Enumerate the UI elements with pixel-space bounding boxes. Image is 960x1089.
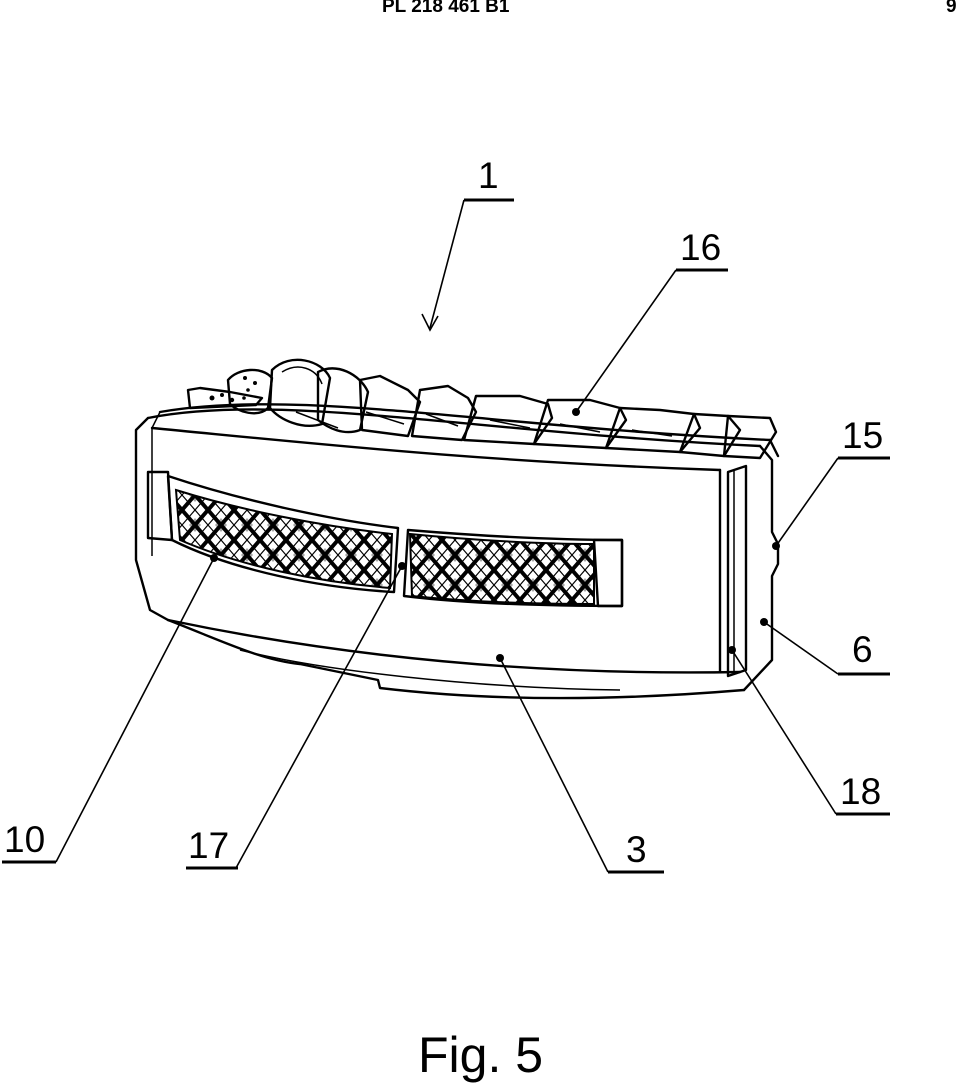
label-3: 3 [626,829,647,870]
label-10: 10 [4,819,45,860]
leader-lines [55,199,839,873]
label-1: 1 [478,155,499,196]
top-ribs [186,358,778,460]
label-18: 18 [840,771,881,812]
page-number: 9 [946,0,957,17]
label-16: 16 [680,227,721,268]
reference-labels: 1 16 15 6 18 3 17 10 [2,155,890,874]
document-number: PL 218 461 B1 [382,0,510,17]
device-body [134,358,780,700]
label-15: 15 [842,415,883,456]
label-17: 17 [188,825,229,866]
figure-caption: Fig. 5 [418,1027,543,1083]
label-6: 6 [852,629,873,670]
page-header: PL 218 461 B1 9 [0,0,960,24]
